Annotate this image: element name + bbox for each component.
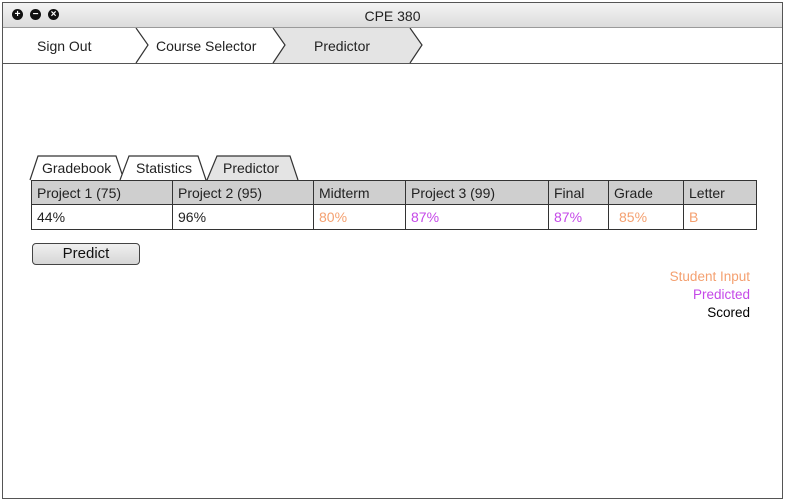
- legend: Student Input Predicted Scored: [670, 268, 750, 322]
- add-icon[interactable]: +: [12, 9, 23, 20]
- tab-predictor-shape: [206, 155, 299, 181]
- grades-table: Project 1 (75) Project 2 (95) Midterm Pr…: [31, 180, 757, 230]
- column-header-midterm: Midterm: [313, 180, 406, 205]
- legend-scored: Scored: [707, 305, 750, 320]
- tab-gradebook[interactable]: Gradebook: [42, 160, 112, 176]
- breadcrumb-shapes: [135, 28, 423, 64]
- cell-final[interactable]: 87%: [548, 204, 609, 230]
- column-header-letter: Letter: [683, 180, 757, 205]
- breadcrumb-course-selector[interactable]: Course Selector: [156, 38, 257, 54]
- breadcrumb-active-bg: [273, 28, 422, 63]
- breadcrumb-predictor[interactable]: Predictor: [314, 38, 371, 54]
- column-header-final: Final: [548, 180, 609, 205]
- cell-grade[interactable]: 85%: [608, 204, 684, 230]
- window-title: CPE 380: [364, 8, 421, 24]
- table-header-row: Project 1 (75) Project 2 (95) Midterm Pr…: [31, 180, 757, 205]
- table-row: 44% 96% 80% 87% 87% 85% B: [31, 204, 757, 230]
- tab-statistics-shape: [119, 155, 207, 181]
- breadcrumb-chevron: [409, 28, 423, 64]
- cell-midterm[interactable]: 80%: [313, 204, 406, 230]
- cell-project-2[interactable]: 96%: [172, 204, 314, 230]
- tab-statistics[interactable]: Statistics: [136, 160, 193, 176]
- column-header-project-2: Project 2 (95): [172, 180, 314, 205]
- legend-student-input: Student Input: [669, 269, 750, 284]
- predict-button[interactable]: Predict: [32, 243, 140, 265]
- column-header-project-1: Project 1 (75): [31, 180, 173, 205]
- tab-bar: Gradebook Statistics Predictor: [28, 153, 328, 183]
- cell-project-1[interactable]: 44%: [31, 204, 173, 230]
- cell-letter[interactable]: B: [683, 204, 757, 230]
- title-bar: + − × CPE 380: [3, 3, 782, 28]
- breadcrumb-chevron: [272, 28, 286, 64]
- tab-gradebook-shape: [29, 155, 125, 181]
- breadcrumb: Sign Out Course Selector Predictor: [3, 28, 782, 64]
- column-header-project-3: Project 3 (99): [405, 180, 549, 205]
- close-icon[interactable]: ×: [48, 9, 59, 20]
- breadcrumb-chevron: [135, 28, 149, 64]
- minimize-icon[interactable]: −: [30, 9, 41, 20]
- tab-shapes: [29, 155, 299, 181]
- tab-predictor[interactable]: Predictor: [223, 160, 280, 176]
- legend-predicted: Predicted: [692, 287, 750, 302]
- cell-project-3[interactable]: 87%: [405, 204, 549, 230]
- breadcrumb-sign-out[interactable]: Sign Out: [37, 38, 92, 54]
- column-header-grade: Grade: [608, 180, 684, 205]
